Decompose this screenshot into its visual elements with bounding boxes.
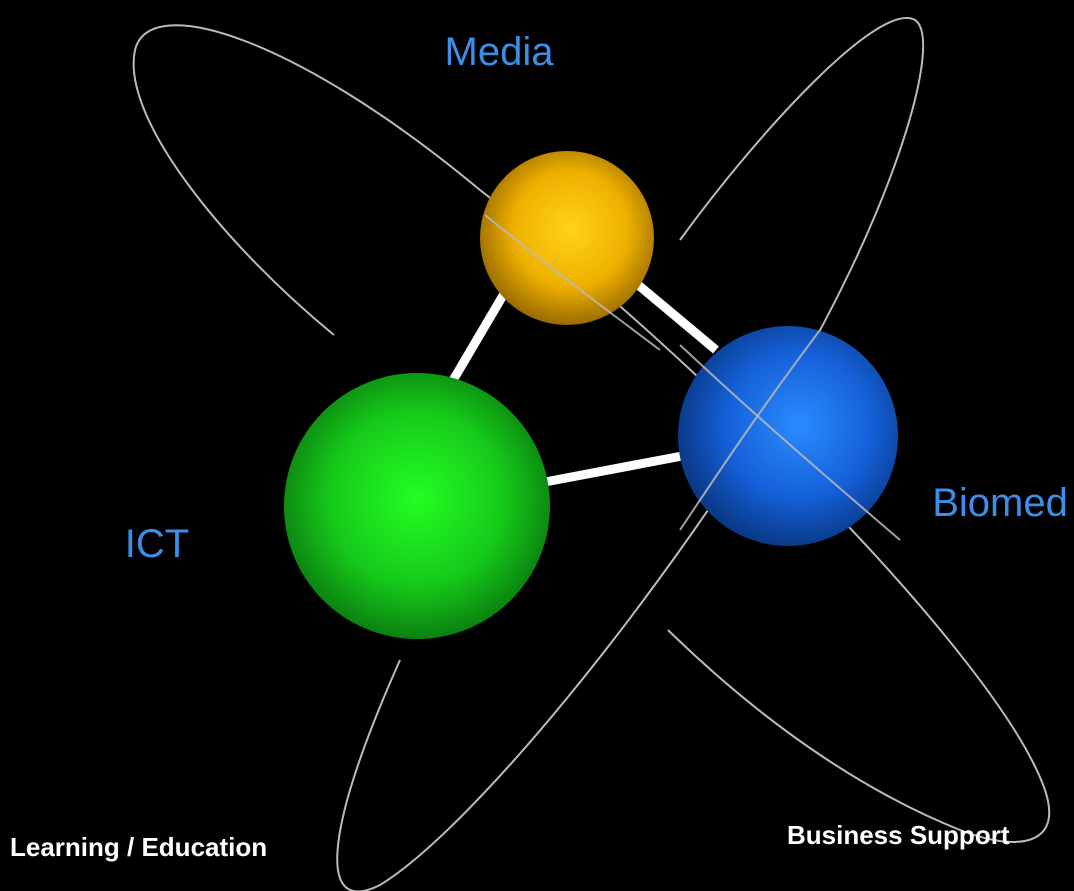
orbit-learning-front — [336, 399, 781, 891]
business-support-label: Business Support — [787, 820, 1010, 850]
orbit-business-support-back — [132, 24, 481, 336]
orbit-learning-back — [679, 17, 925, 401]
orbit-overlay-media — [484, 214, 661, 351]
biomed-label: Biomed — [932, 481, 1068, 525]
ict-sphere — [284, 373, 550, 639]
orbit-overlay-biomed — [679, 344, 901, 541]
ict-label: ICT — [125, 522, 189, 566]
orbit-overlay-biomed-b — [679, 329, 821, 531]
media-sphere — [480, 151, 654, 325]
learning-education-label: Learning / Education — [10, 832, 267, 862]
media-label: Media — [445, 30, 555, 74]
biomed-sphere — [678, 326, 898, 546]
